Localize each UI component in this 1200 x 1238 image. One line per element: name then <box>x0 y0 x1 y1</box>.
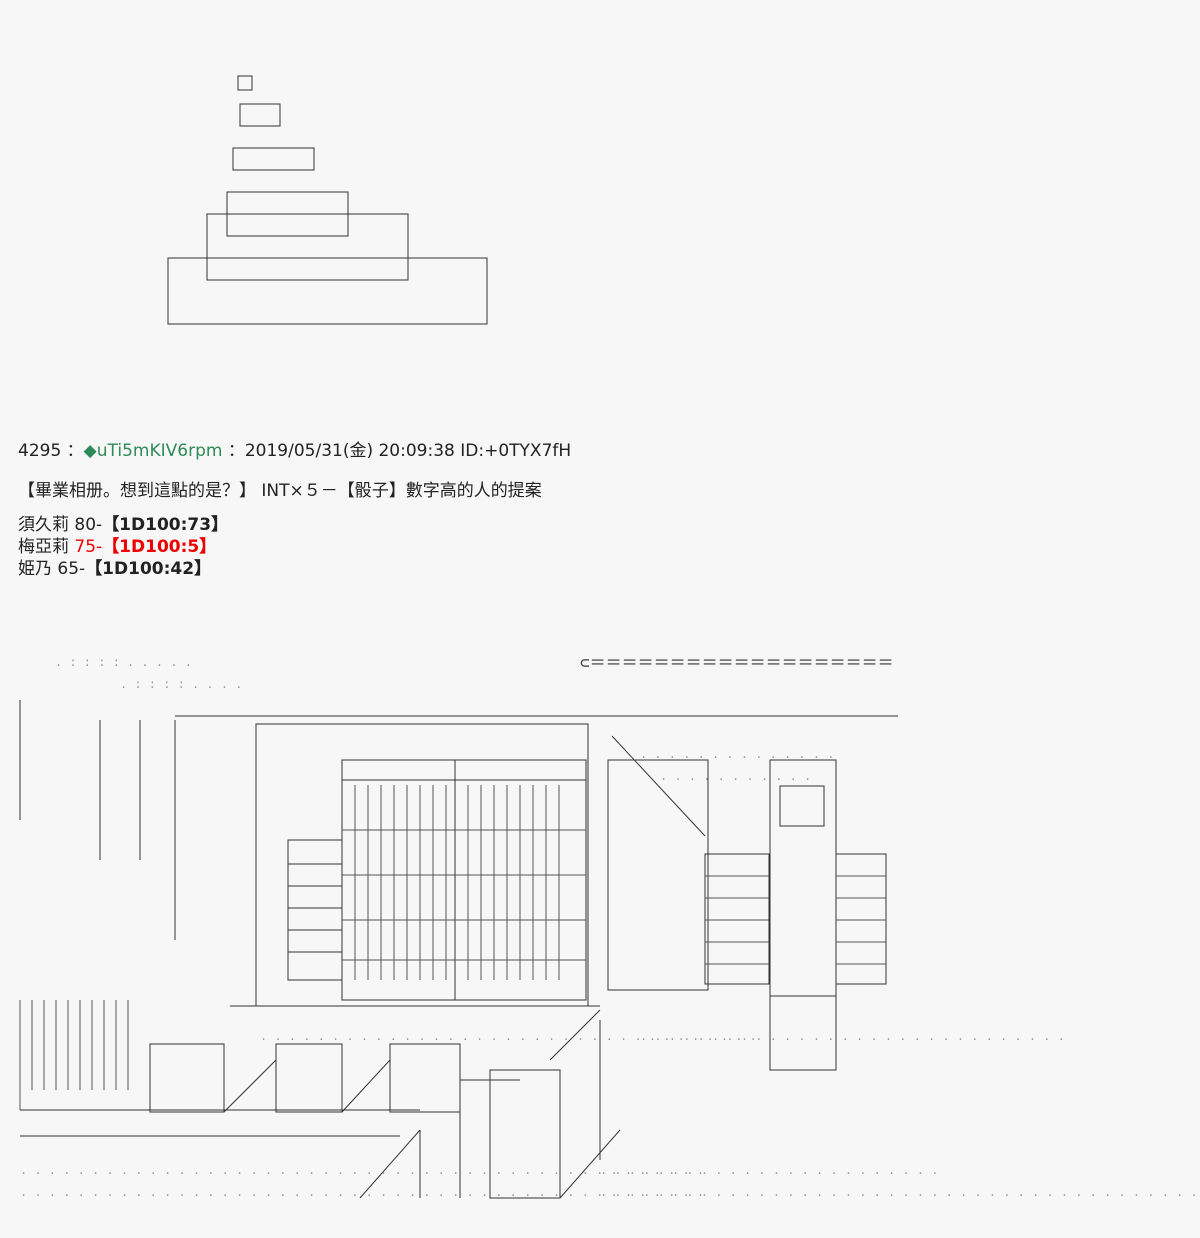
post-datetime: 2019/05/31(金) 20:09:38 <box>244 441 455 461</box>
roll-line: 梅亞莉 75-【1D100:5】 <box>18 536 571 558</box>
post-header: 4295 ：◆uTi5mKIV6rpm ：2019/05/31(金) 20:09… <box>18 440 571 462</box>
svg-text:. . . . . . . . . . . . . . .: . . . . . . . . . . . . . . . . . . . . … <box>600 1164 938 1178</box>
svg-text:. . . . . . . . . . . . . . .: . . . . . . . . . . . . . . . . . . . . … <box>260 1030 757 1044</box>
post: 4295 ：◆uTi5mKIV6rpm ：2019/05/31(金) 20:09… <box>18 440 571 580</box>
roll-result: 【1D100:73】 <box>102 515 229 535</box>
box-5 <box>206 213 409 281</box>
trip-diamond-icon: ◆ <box>83 441 97 461</box>
roll-target: 80- <box>74 515 103 535</box>
post-separator: ： <box>66 441 84 461</box>
art-banner: ⊂＝＝＝＝＝＝＝＝＝＝＝＝＝＝＝＝＝＝＝ <box>580 655 894 673</box>
roll-name: 須久莉 <box>18 515 69 535</box>
stacked-boxes-illustration <box>167 75 488 325</box>
small-square <box>237 75 253 91</box>
box-6 <box>167 257 488 325</box>
roll-name: 梅亞莉 <box>18 537 69 557</box>
post-id: ID:+0TYX7fH <box>460 441 572 461</box>
roll-target: 65- <box>57 559 86 579</box>
svg-text:. . . . . . . . . . . . . . .: . . . . . . . . . . . . . . . . . . . . … <box>600 1186 1200 1200</box>
poster-trip: uTi5mKIV6rpm <box>96 441 223 461</box>
box-2 <box>239 103 281 127</box>
roll-result: 【1D100:42】 <box>85 559 212 579</box>
roll-target: 75- <box>74 537 103 557</box>
svg-text:. . . . . . . . . . . . . .: . . . . . . . . . . . . . . <box>640 748 834 762</box>
svg-text:. . . . . . . . . . . . . . .: . . . . . . . . . . . . . . . . . . . . … <box>20 1186 704 1200</box>
ascii-art-building-scene: ⊂＝＝＝＝＝＝＝＝＝＝＝＝＝＝＝＝＝＝＝ <box>19 655 1200 1200</box>
dice-rolls: 須久莉 80-【1D100:73】 梅亞莉 75-【1D100:5】 姫乃 65… <box>18 514 571 580</box>
roll-line: 姫乃 65-【1D100:42】 <box>18 558 571 580</box>
svg-text:. : : : : . . . .: . : : : : . . . . <box>120 678 242 692</box>
roll-line: 須久莉 80-【1D100:73】 <box>18 514 571 536</box>
roll-name: 姫乃 <box>18 559 52 579</box>
central-building <box>255 723 589 1007</box>
post-body: 【畢業相册。想到這點的是？】 INT×５－【骰子】數字高的人的提案 <box>18 481 542 501</box>
svg-text:. . . . . . . . . . . . . . .: . . . . . . . . . . . . . . . . . . . . … <box>640 1030 1065 1044</box>
roll-result: 【1D100:5】 <box>102 537 217 557</box>
post-number[interactable]: 4295 <box>18 441 62 461</box>
post-separator: ： <box>227 441 245 461</box>
svg-text:. : : : : . . . . .: . : : : : . . . . . <box>55 656 192 670</box>
box-3 <box>232 147 315 171</box>
svg-text:. . . . . . . . . . .: . . . . . . . . . . . <box>660 770 811 784</box>
svg-text:. . . . . . . . . . . . . . .: . . . . . . . . . . . . . . . . . . . . … <box>20 1164 704 1178</box>
